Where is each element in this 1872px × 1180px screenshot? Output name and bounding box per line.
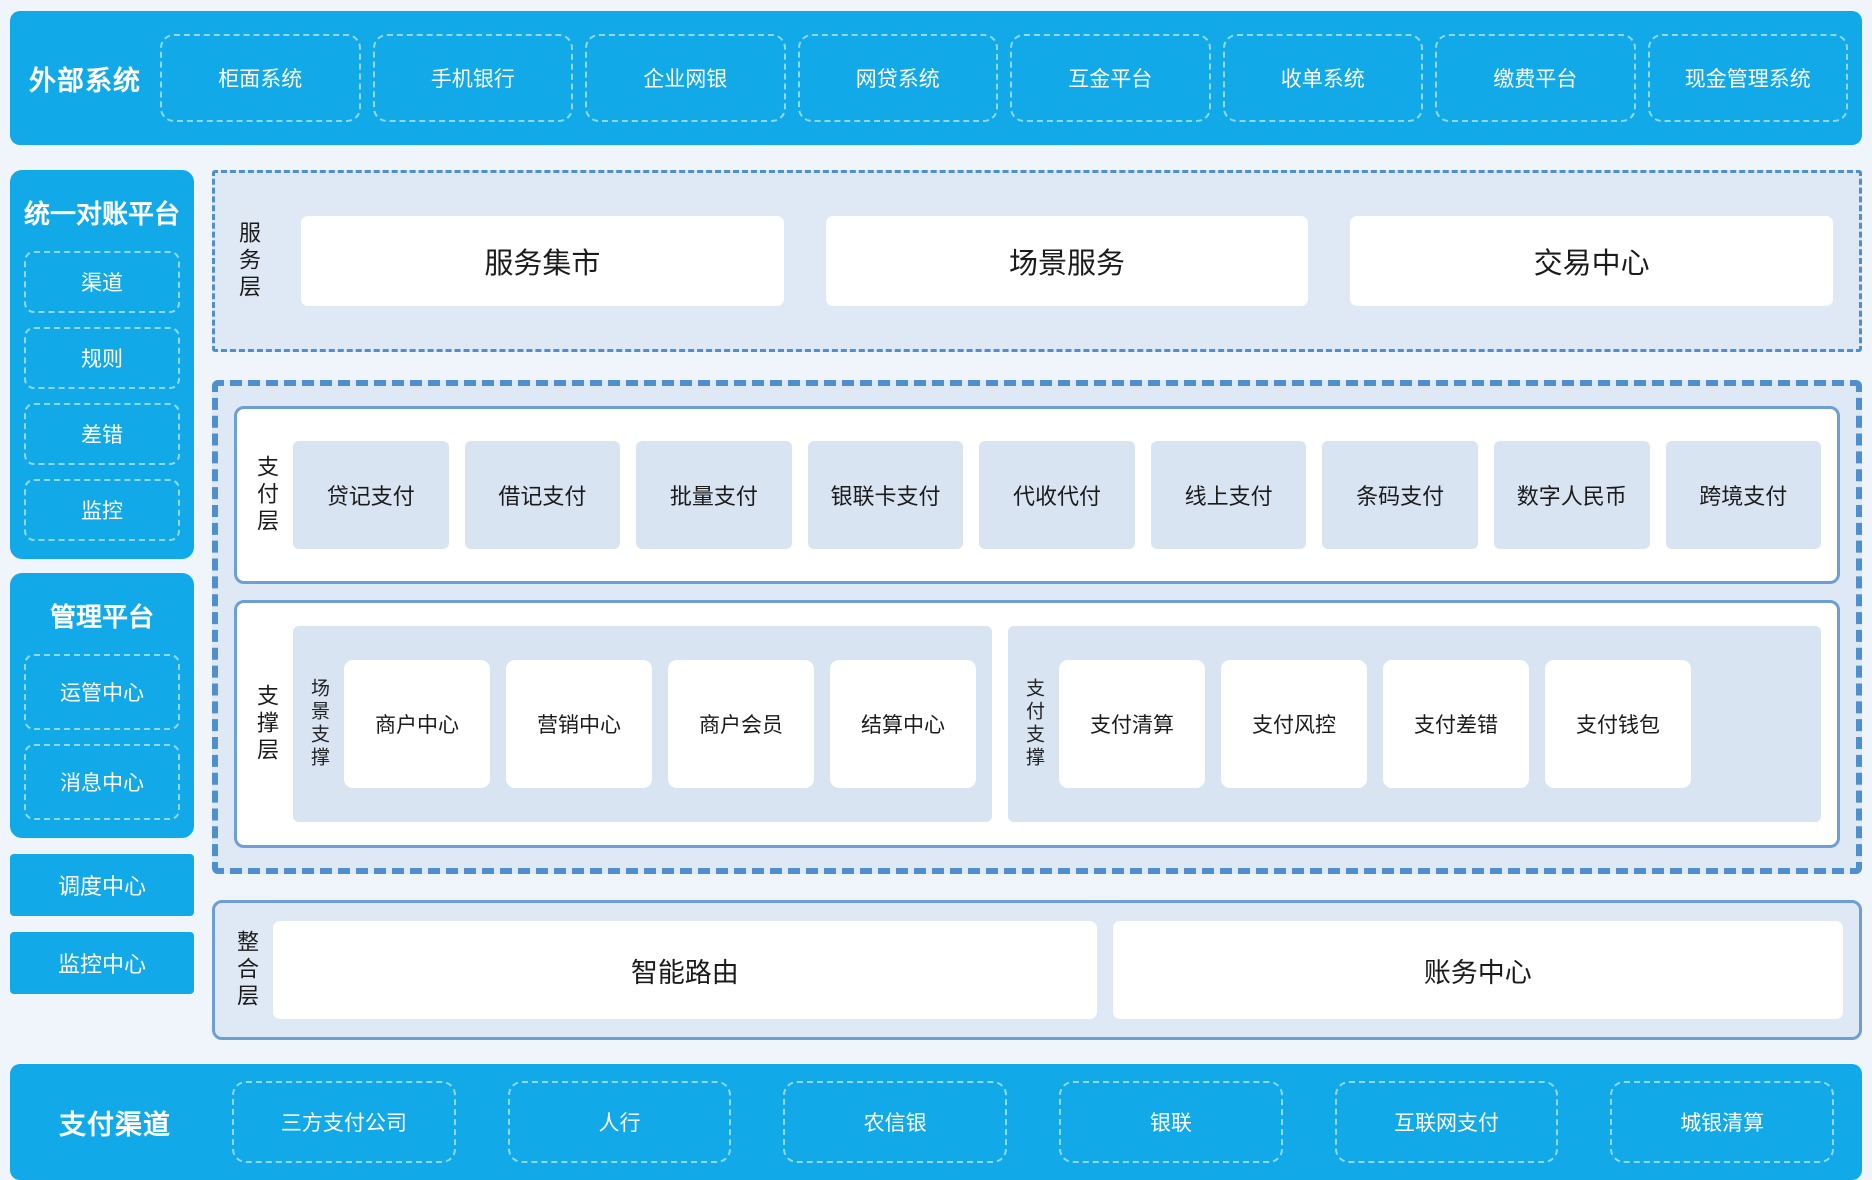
payment-node: 贷记支付 [293, 441, 449, 549]
payment-channels-items: 三方支付公司 人行 农信银 银联 互联网支付 城银清算 [220, 1081, 1862, 1163]
main-column: 服务层 服务集市 场景服务 交易中心 支付层 贷记支付 借记支付 批量支付 银联… [212, 170, 1862, 1040]
support-layer-label: 支撑层 [254, 683, 279, 765]
payment-support-container: 支付层 贷记支付 借记支付 批量支付 银联卡支付 代收代付 线上支付 条码支付 … [212, 380, 1862, 874]
payment-layer-box: 支付层 贷记支付 借记支付 批量支付 银联卡支付 代收代付 线上支付 条码支付 … [234, 406, 1840, 584]
recon-platform-title: 统一对账平台 [23, 199, 180, 229]
scene-support-node: 结算中心 [830, 660, 976, 788]
payment-support-node: 支付风控 [1221, 660, 1367, 788]
monitor-center-box: 监控中心 [10, 932, 194, 994]
integration-node: 智能路由 [273, 921, 1097, 1019]
integration-node: 账务中心 [1112, 921, 1843, 1019]
payment-support-node: 支付钱包 [1545, 660, 1691, 788]
payment-support-node: 支付清算 [1059, 660, 1205, 788]
scene-support-label: 场景支撑 [308, 678, 329, 770]
mgmt-platform-title: 管理平台 [49, 602, 154, 632]
external-systems-items: 柜面系统 手机银行 企业网银 网贷系统 互金平台 收单系统 缴费平台 现金管理系… [160, 34, 1862, 122]
payment-channel-node: 三方支付公司 [232, 1081, 456, 1163]
payment-node: 银联卡支付 [807, 441, 964, 549]
service-node: 服务集市 [301, 216, 784, 306]
external-system-node: 企业网银 [585, 34, 786, 122]
payment-support-node: 支付差错 [1383, 660, 1529, 788]
payment-node: 批量支付 [636, 441, 792, 549]
sidebar: 统一对账平台 渠道 规则 差错 监控 管理平台 运管中心 消息中心 调度中心 监… [10, 170, 194, 1040]
scene-support-group: 场景支撑 商户中心 营销中心 商户会员 结算中心 [293, 626, 992, 822]
payment-architecture-diagram: 外部系统 柜面系统 手机银行 企业网银 网贷系统 互金平台 收单系统 缴费平台 … [10, 11, 1862, 1180]
external-system-node: 互金平台 [1010, 34, 1211, 122]
recon-platform-node: 规则 [24, 327, 180, 389]
recon-platform-box: 统一对账平台 渠道 规则 差错 监控 [10, 170, 194, 559]
scene-support-node: 商户会员 [668, 660, 814, 788]
diagram-body: 统一对账平台 渠道 规则 差错 监控 管理平台 运管中心 消息中心 调度中心 监… [10, 170, 1862, 1040]
payment-node: 线上支付 [1150, 441, 1307, 549]
payment-channel-node: 城银清算 [1610, 1081, 1835, 1163]
dispatch-center-box: 调度中心 [10, 854, 194, 916]
payment-node: 条码支付 [1322, 441, 1478, 549]
scene-support-node: 商户中心 [344, 660, 490, 788]
payment-channel-node: 银联 [1059, 1081, 1283, 1163]
payment-node: 借记支付 [464, 441, 621, 549]
external-system-node: 网贷系统 [797, 34, 998, 122]
scene-support-node: 营销中心 [506, 660, 652, 788]
external-system-node: 手机银行 [372, 34, 573, 122]
payment-channels-bar: 支付渠道 三方支付公司 人行 农信银 银联 互联网支付 城银清算 [10, 1064, 1862, 1180]
external-system-node: 柜面系统 [160, 34, 361, 122]
payment-node: 跨境支付 [1665, 441, 1822, 549]
external-system-node: 收单系统 [1222, 34, 1423, 122]
external-systems-title: 外部系统 [29, 65, 141, 96]
payment-layer-label: 支付层 [254, 454, 279, 536]
integration-layer-box: 整合层 智能路由 账务中心 [212, 900, 1862, 1040]
payment-channel-node: 互联网支付 [1334, 1081, 1559, 1163]
payment-node: 数字人民币 [1493, 441, 1650, 549]
recon-platform-node: 渠道 [24, 251, 180, 313]
payment-support-label: 支付支撑 [1023, 678, 1044, 770]
payment-channel-node: 农信银 [783, 1081, 1008, 1163]
mgmt-platform-node: 运管中心 [24, 654, 180, 730]
external-system-node: 现金管理系统 [1647, 34, 1848, 122]
payment-channel-node: 人行 [507, 1081, 732, 1163]
support-layer-box: 支撑层 场景支撑 商户中心 营销中心 商户会员 结算中心 支付支撑 支付清算 支… [234, 600, 1840, 848]
recon-platform-node: 监控 [24, 479, 180, 541]
external-system-node: 缴费平台 [1435, 34, 1636, 122]
service-node: 场景服务 [825, 216, 1309, 306]
integration-layer-label: 整合层 [234, 929, 259, 1011]
service-layer-label: 服务层 [236, 220, 261, 302]
payment-node: 代收代付 [979, 441, 1135, 549]
external-systems-bar: 外部系统 柜面系统 手机银行 企业网银 网贷系统 互金平台 收单系统 缴费平台 … [10, 11, 1862, 145]
payment-channels-title: 支付渠道 [59, 1109, 171, 1140]
payment-support-group: 支付支撑 支付清算 支付风控 支付差错 支付钱包 [1008, 626, 1821, 822]
mgmt-platform-node: 消息中心 [24, 744, 180, 820]
recon-platform-node: 差错 [24, 403, 180, 465]
service-layer-box: 服务层 服务集市 场景服务 交易中心 [212, 170, 1862, 352]
service-node: 交易中心 [1350, 216, 1834, 306]
mgmt-platform-box: 管理平台 运管中心 消息中心 [10, 573, 194, 838]
